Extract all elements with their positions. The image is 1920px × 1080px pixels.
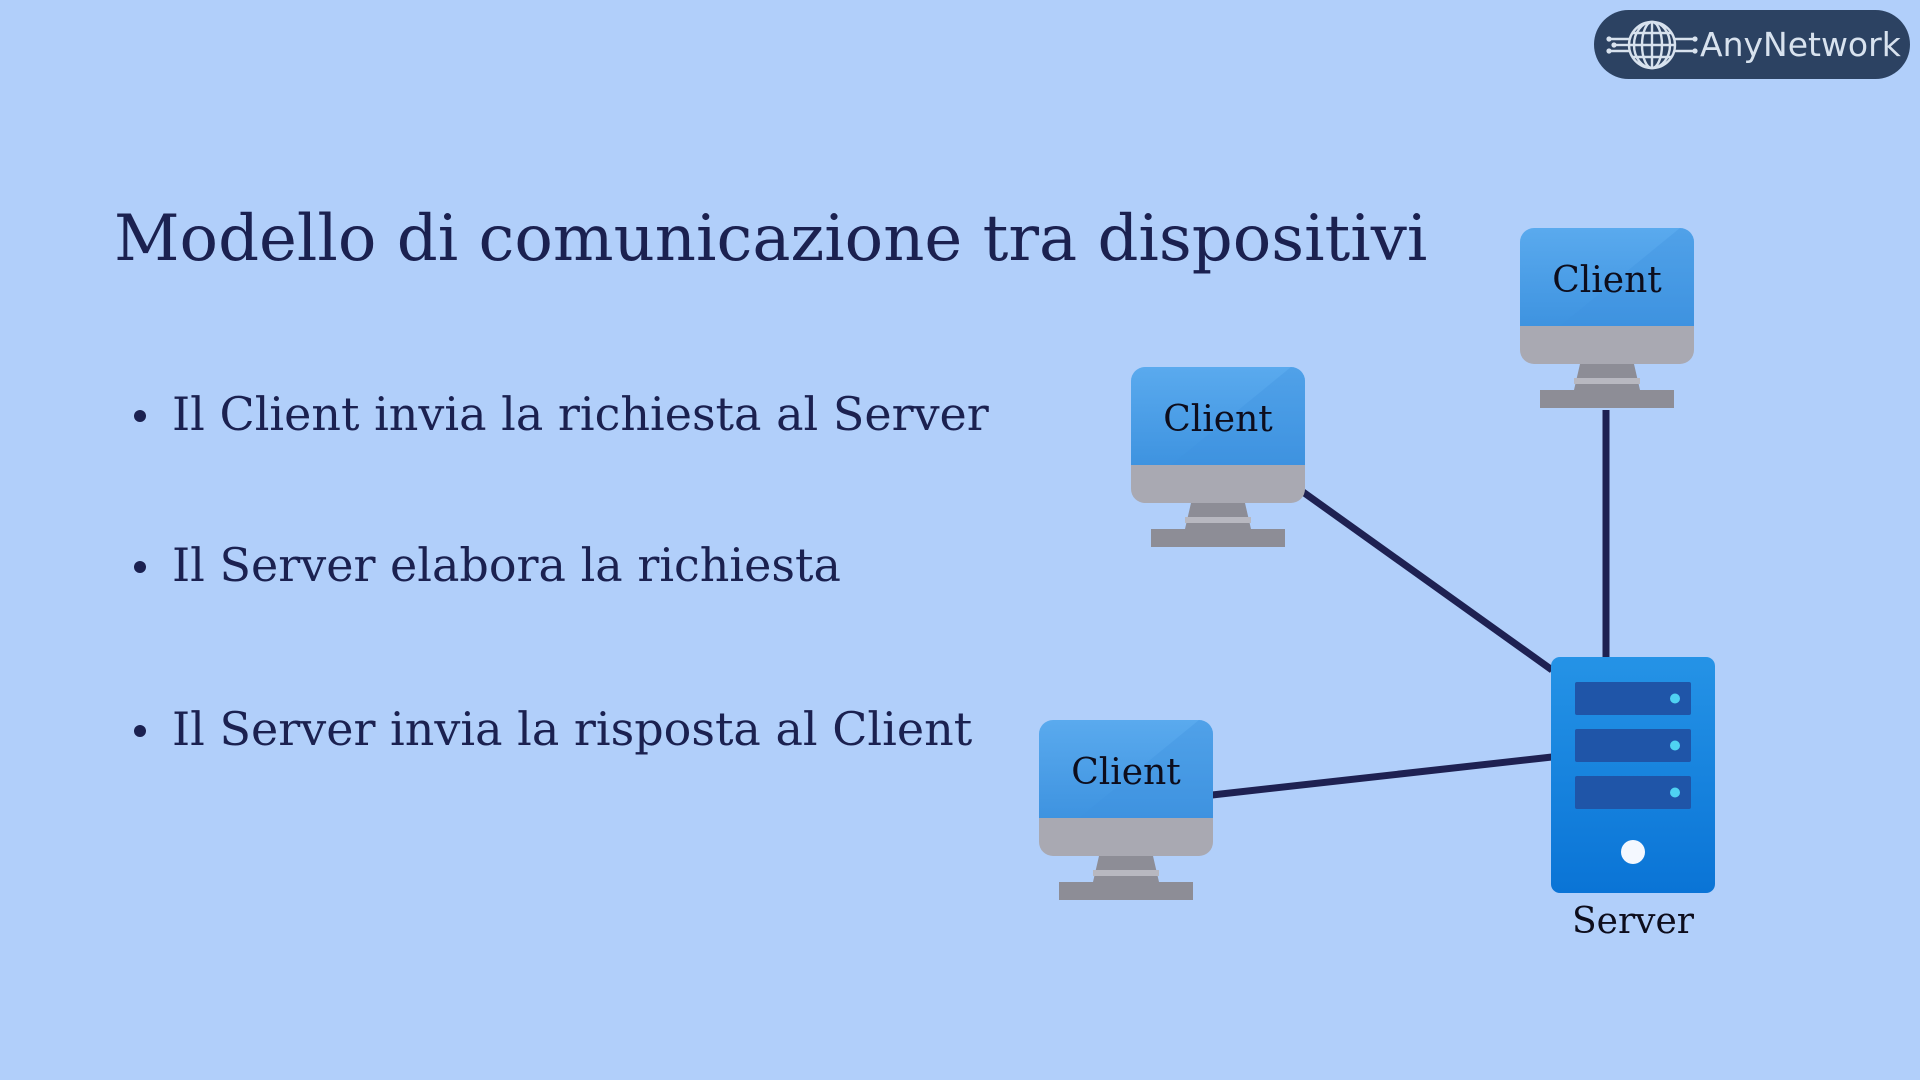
client-label: Client — [1552, 260, 1662, 301]
connector-middle-client-server — [1300, 489, 1555, 673]
bullet-list: Il Client invia la richiesta al Server I… — [128, 386, 989, 757]
logo-text: AnyNetwork — [1700, 25, 1901, 64]
monitor-icon — [1131, 367, 1305, 547]
client-label: Client — [1071, 752, 1181, 793]
server-label: Server — [1572, 901, 1695, 942]
bullet-item: Il Server elabora la richiesta — [128, 537, 989, 593]
server-node: Server — [1551, 657, 1715, 942]
globe-network-icon — [1606, 20, 1698, 70]
bullet-item: Il Client invia la richiesta al Server — [128, 386, 989, 442]
connection-lines — [1211, 410, 1610, 799]
client-label: Client — [1163, 399, 1273, 440]
monitor-icon — [1039, 720, 1213, 900]
client-middle: Client — [1131, 367, 1305, 547]
bullet-item: Il Server invia la risposta al Client — [128, 701, 989, 757]
anynetwork-logo: AnyNetwork — [1594, 10, 1910, 79]
server-icon — [1551, 657, 1715, 893]
connector-bottom-client-server — [1211, 753, 1553, 799]
slide-title: Modello di comunicazione tra dispositivi — [114, 202, 1428, 276]
monitor-icon — [1520, 228, 1694, 408]
client-top: Client — [1520, 228, 1694, 408]
client-bottom: Client — [1039, 720, 1213, 900]
